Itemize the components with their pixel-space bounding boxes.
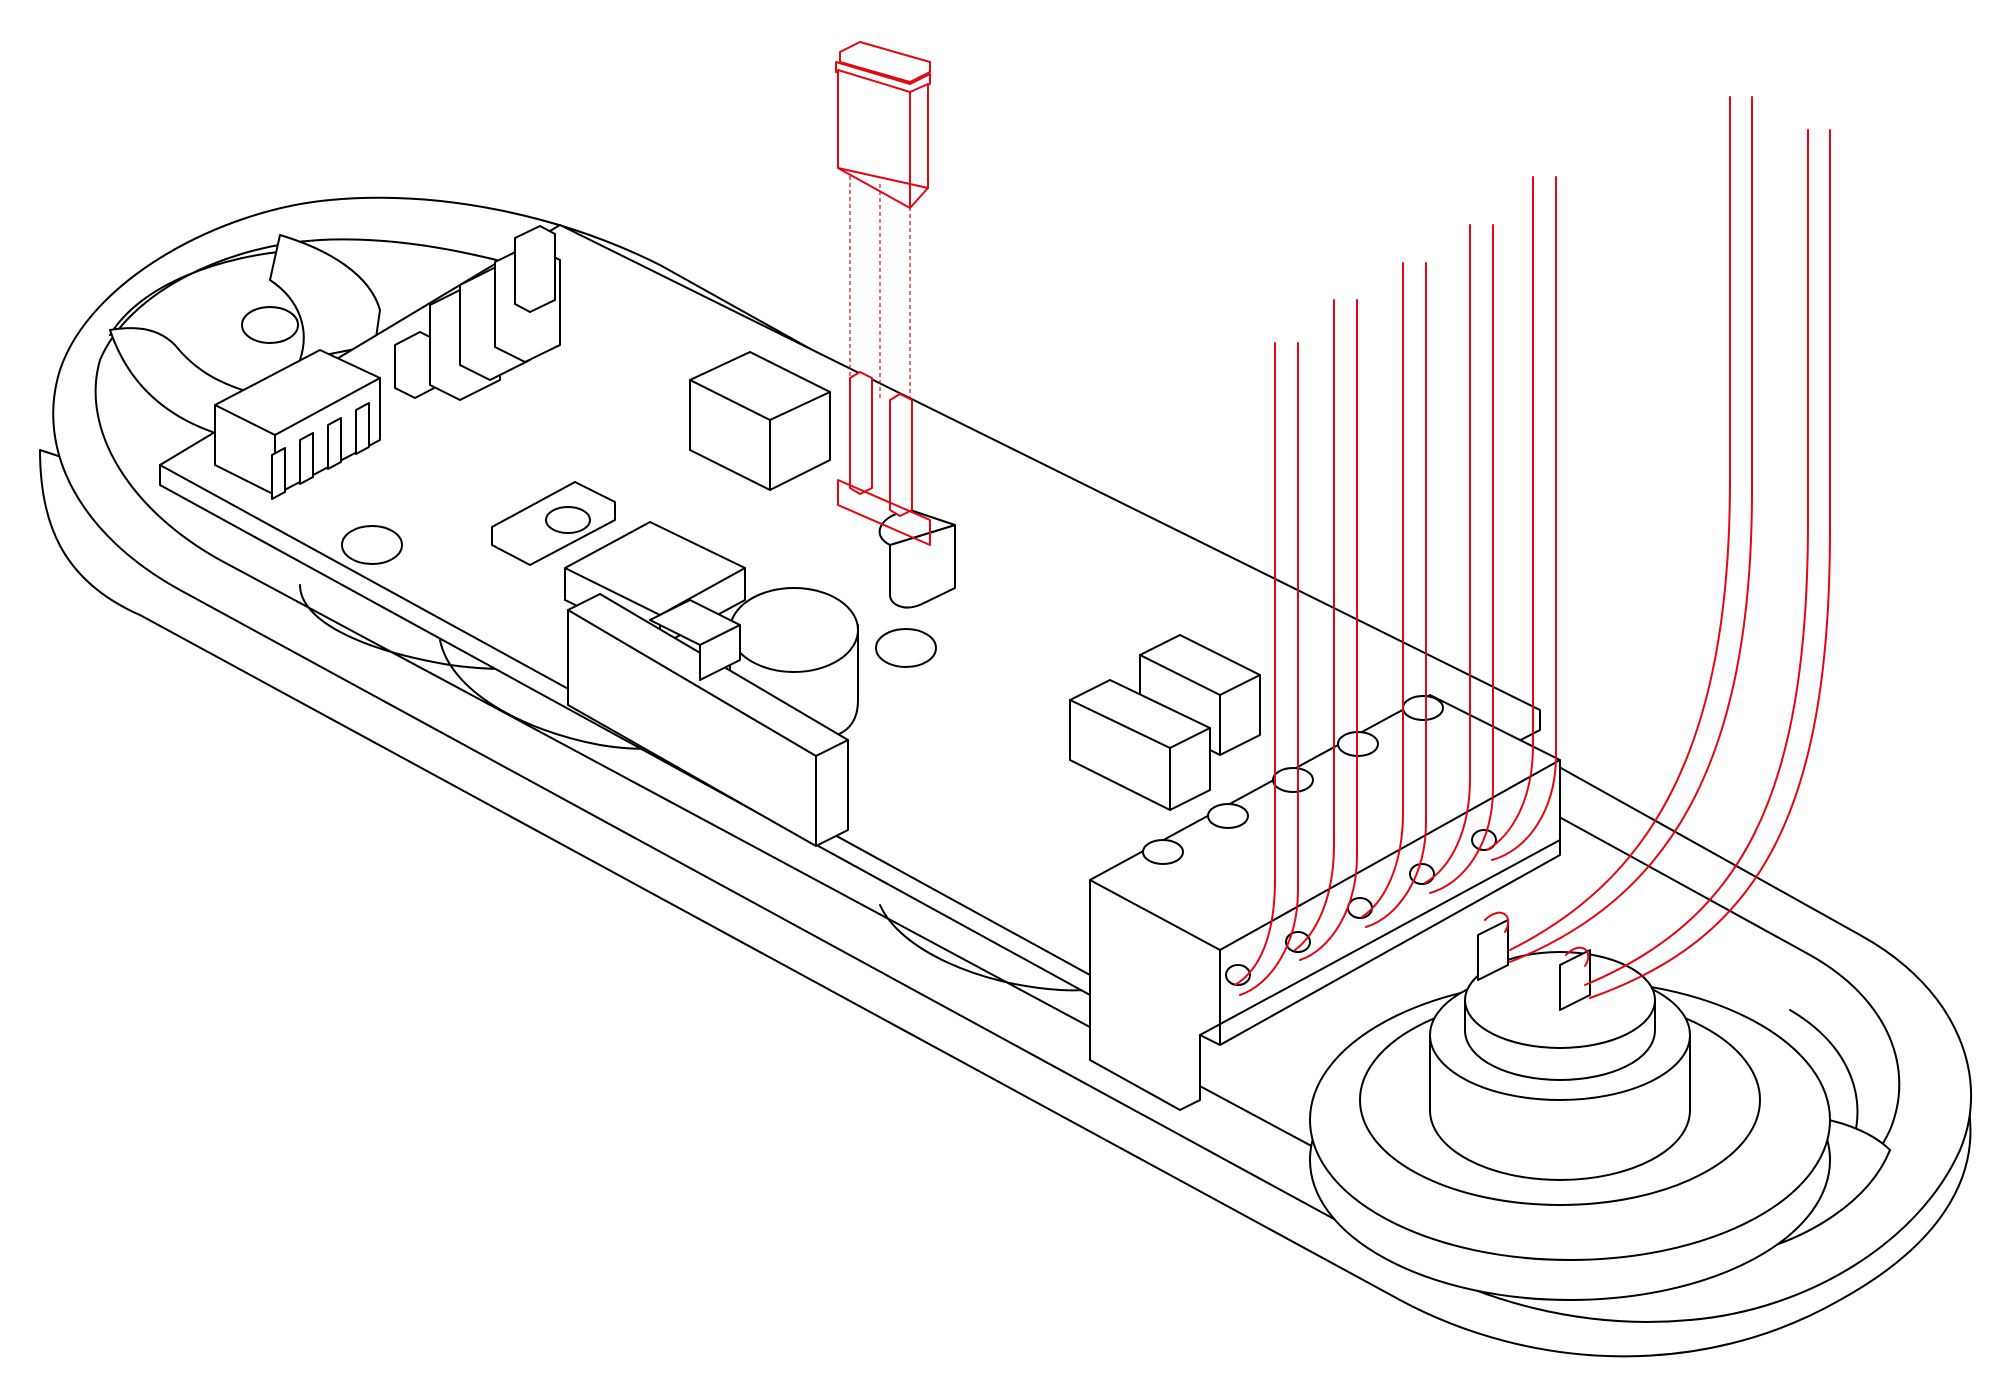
housing-floor-edge: [109, 249, 301, 336]
relay-top-edge: [689, 379, 831, 491]
wire-6b: [1509, 96, 1753, 963]
terminal-screw-1: [1142, 839, 1184, 865]
terminal-wire-hole-3: [1347, 897, 1373, 919]
small-switch-b: [699, 624, 741, 681]
capacitor-block-5: [514, 225, 556, 313]
wire-6a: [1509, 96, 1731, 951]
jumper-body-seam: [837, 91, 929, 209]
jumper-pin-right: [889, 393, 913, 517]
terminal-block-lower-step: [1199, 839, 1561, 1036]
terminal-wire-hole-1: [1225, 964, 1251, 986]
left-screw-hole: [241, 306, 299, 344]
wire-4b: [1429, 224, 1494, 894]
jumper-body: [837, 69, 929, 209]
rotary-knob-assembly: [1309, 919, 1831, 1301]
jumper-header-base: [837, 479, 931, 546]
jumper-assembly-highlight: [835, 41, 931, 546]
wire-2b: [1299, 299, 1358, 961]
jumper-pin-left: [849, 371, 873, 495]
terminal-screw-5: [1402, 695, 1444, 721]
wire-7b: [1589, 129, 1831, 999]
connector-pin-1: [271, 447, 286, 500]
transistor: [889, 524, 956, 609]
resistor-strip-edge: [567, 609, 849, 847]
terminal-block-front-edge: [1089, 759, 1561, 1046]
wire-3a: [1361, 262, 1404, 918]
connector-pin-4: [355, 402, 370, 455]
knob-terminal-left: [1477, 919, 1509, 981]
jumper-guide-lines: [849, 176, 911, 410]
terminal-wire-hole-2: [1285, 931, 1311, 953]
wire-1a: [1234, 342, 1276, 986]
pcb-hole-center: [875, 628, 937, 668]
relay-block: [689, 351, 831, 491]
wire-3b: [1365, 262, 1427, 928]
wire-1b: [1239, 342, 1299, 996]
jumper-cap-lip: [835, 61, 931, 95]
jumper-cap-top: [839, 41, 931, 83]
knob-terminal-right: [1559, 949, 1591, 1011]
regulator-tab-hole: [545, 506, 591, 534]
left-mounting-tab: [269, 234, 381, 361]
wire-end-loop-right: [1565, 946, 1590, 967]
pcb-hole-left: [341, 525, 403, 565]
connector-pin-3: [327, 417, 342, 470]
relay-small-front-edge: [1069, 699, 1211, 811]
wire-5a: [1486, 176, 1534, 851]
terminal-screw-3: [1272, 767, 1314, 793]
wire-4a: [1424, 224, 1471, 884]
connector-pin-2: [299, 432, 314, 485]
wire-2a: [1294, 299, 1335, 951]
relay-small-rear-edge: [1139, 654, 1261, 756]
relay-small-front: [1069, 679, 1211, 811]
long-resistor-strip: [567, 593, 849, 847]
electrolytic-capacitor-top: [729, 587, 859, 673]
wire-bundle-highlight: [1234, 96, 1831, 999]
wire-5b: [1491, 176, 1557, 861]
terminal-screw-2: [1207, 803, 1249, 829]
terminal-wire-hole-4: [1409, 863, 1435, 885]
wire-end-loop-left: [1484, 911, 1510, 933]
wire-7a: [1584, 129, 1809, 986]
